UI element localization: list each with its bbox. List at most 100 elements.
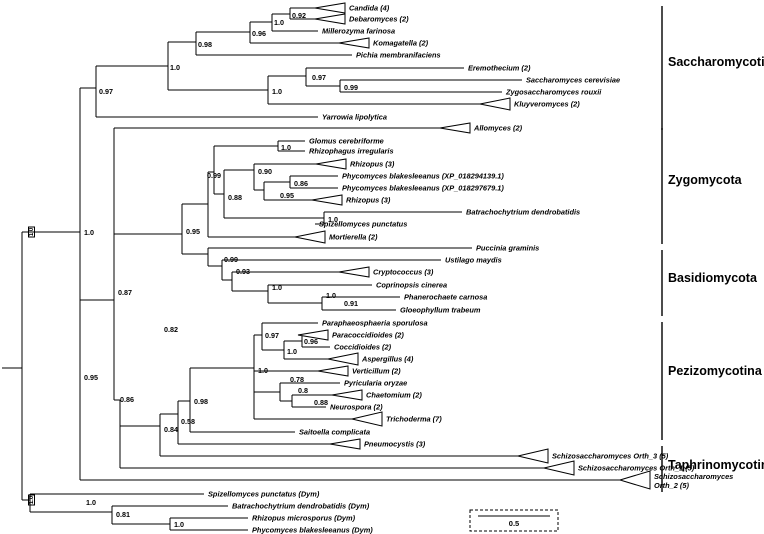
leaf-label-rhizodym: Rhizopus microsporus (Dym): [252, 514, 356, 523]
support-n_pyric: 0.78: [290, 375, 304, 384]
support-n_phyco_batra: 0.88: [228, 193, 242, 202]
group-label-basidiomycota: Basidiomycota: [668, 271, 758, 285]
leaf-label-pneumocystis: Pneumocystis (3): [364, 440, 426, 449]
support-n_cand_deb: 0.92: [292, 11, 306, 20]
leaf-label-batradym: Batrachochytrium dendrobatidis (Dym): [232, 502, 370, 511]
support-n_tap: 0.84: [164, 425, 178, 434]
support-n_crypt: 0.93: [236, 267, 250, 276]
scale-bar: 0.5: [469, 509, 559, 532]
leaf-label-paraphaeo: Paraphaeosphaeria sporulosa: [322, 319, 428, 328]
leaf-label-schizo3: Schizosaccharomyces Orth_3 (5): [552, 452, 669, 461]
support-n_cand_kom: 0.96: [252, 29, 266, 38]
collapsed-clade-schizo3: [517, 448, 549, 464]
tree-branches: [2, 7, 650, 531]
support-n_neuro: 0.88: [314, 398, 328, 407]
support-n_cand_mill: 1.0: [274, 18, 284, 27]
leaf-label-trichoderma: Trichoderma (7): [386, 415, 442, 424]
leaf-label-phanero: Phanerochaete carnosa: [404, 293, 487, 302]
collapsed-clade-rhizopus2: [311, 194, 343, 206]
group-label-saccharomycotina: Saccharomycotina: [668, 55, 764, 69]
collapsed-clade-mortierella: [294, 230, 326, 244]
collapsed-clade-verticillum: [317, 365, 349, 377]
leaf-label-phycodym: Phycomyces blakesleeanus (Dym): [252, 526, 373, 534]
leaf-label-ustilago: Ustilago maydis: [445, 256, 502, 265]
collapsed-clade-rhizopus1: [315, 158, 347, 170]
leaf-label-spizello: Spizellomyces punctatus: [319, 220, 407, 229]
support-n_zygo_mort: 0.95: [186, 227, 200, 236]
collapsed-clade-pneumocystis: [329, 438, 361, 450]
leaf-label-coprinopsis: Coprinopsis cinerea: [376, 281, 447, 290]
support-n_zygo: 0.99: [207, 171, 221, 180]
support-n_phanero: 1.0: [326, 291, 336, 300]
support-n_pneumo: 0.58: [181, 417, 195, 426]
support-n_cocci_asp: 1.0: [287, 347, 297, 356]
collapsed-clade-schizo1: [543, 460, 575, 476]
leaf-label-kluyveromyces: Kluyveromyces (2): [514, 100, 580, 109]
leaf-label-schizo1: Schizosaccharomyces Orth_1 (5): [578, 464, 695, 473]
support-n_dym_batra: 0.81: [116, 510, 130, 519]
collapsed-clade-cryptococcus: [338, 266, 370, 278]
leaf-label-glomus: Glomus cerebriforme: [309, 137, 384, 146]
leaf-label-scerevisiae: Saccharomyces cerevisiae: [526, 76, 620, 85]
support-n_sacc_in: 1.0: [170, 63, 180, 72]
leaf-label-pyricularia: Pyricularia oryzae: [344, 379, 407, 388]
collapsed-clade-allomyces: [439, 122, 471, 134]
group-label-zygomycota: Zygomycota: [668, 173, 743, 187]
group-label-taphrinomycotina: Taphrinomycotina: [668, 458, 764, 472]
leaf-label-yarrowia: Yarrowia lipolytica: [322, 113, 387, 122]
support-n_sc_zr: 0.99: [344, 83, 358, 92]
support-n_phyco_rz: 0.95: [280, 191, 294, 200]
support-n_dym_rz: 1.0: [174, 520, 184, 529]
support-n_glomus: 1.0: [281, 143, 291, 152]
scale-bar-label: 0.5: [509, 519, 519, 528]
root-label-bottom: 1.0: [28, 494, 35, 506]
leaf-label-allomyces: Allomyces (2): [473, 124, 523, 133]
support-n_pezizo: 0.98: [194, 397, 208, 406]
support-n_schizo1: 0.86: [120, 395, 134, 404]
leaf-label-phyco1: Phycomyces blakesleeanus (XP_018294139.1…: [342, 172, 504, 181]
support-n_top: 1.0: [84, 228, 94, 237]
support-n_dym_root: 1.0: [86, 498, 96, 507]
leaf-label-puccinia: Puccinia graminis: [476, 244, 539, 253]
leaf-label-coccidi: Coccidioides (2): [334, 343, 392, 352]
support-n_chaet: 0.8: [298, 386, 308, 395]
support-n_er_kl: 1.0: [272, 87, 282, 96]
collapsed-clades: [294, 2, 651, 490]
leaf-label-rhizopus2: Rhizopus (3): [346, 196, 391, 205]
leaf-label-phyco2: Phycomyces blakesleeanus (XP_018297679.1…: [342, 184, 504, 193]
leaf-label-pichia: Pichia membranifaciens: [356, 51, 441, 60]
support-n_sord: 1.0: [258, 366, 268, 375]
leaf-label-paracocci: Paracoccidioides (2): [332, 331, 404, 340]
support-n_all: 0.95: [84, 373, 98, 382]
leaf-label-batra: Batrachochytrium dendrobatidis: [466, 208, 580, 217]
leaf-label-chaetomium: Chaetomium (2): [366, 391, 422, 400]
support-n_paracocci: 0.96: [304, 337, 318, 346]
support-n_spiz_batra: 1.0: [328, 215, 338, 224]
collapsed-clade-schizo2: [618, 470, 651, 490]
root-label-top: 1.0: [28, 226, 35, 238]
collapsed-clade-aspergillus: [327, 352, 359, 366]
scale-bar-box: [469, 509, 559, 532]
support-n_pezi_tap: 0.82: [164, 325, 178, 334]
leaf-label-rhizophagus: Rhizophagus irregularis: [309, 147, 394, 156]
leaf-label-eremothecium: Eremothecium (2): [468, 64, 531, 73]
leaf-label-debaromyces: Debaromyces (2): [349, 15, 409, 24]
root-label-top-text: 1.0: [29, 227, 35, 236]
clade-group-bars: SaccharomycotinaZygomycotaBasidiomycotaP…: [661, 6, 764, 492]
group-label-pezizomycotina: Pezizomycotina: [668, 364, 763, 378]
leaf-label-candida: Candida (4): [349, 4, 390, 13]
support-n_rz_all: 0.90: [258, 167, 272, 176]
support-n_phyco: 0.86: [294, 179, 308, 188]
support-n_cand_pich: 0.98: [198, 40, 212, 49]
leaf-label-spizdym: Spizellomyces punctatus (Dym): [208, 490, 320, 499]
leaf-label-schizo2-line2: Orth_2 (5): [654, 481, 689, 490]
leaf-label-zrouxii: Zygosaccharomyces rouxii: [505, 88, 602, 97]
collapsed-clade-candida: [314, 2, 346, 14]
collapsed-clade-trichoderma: [351, 411, 383, 427]
root-label-bottom-text: 1.0: [29, 495, 35, 504]
support-n_gloeo: 0.91: [344, 299, 358, 308]
collapsed-clade-komagatella: [338, 37, 370, 49]
leaf-label-verticillum: Verticillum (2): [352, 367, 401, 376]
collapsed-clade-paracocci: [297, 329, 329, 341]
